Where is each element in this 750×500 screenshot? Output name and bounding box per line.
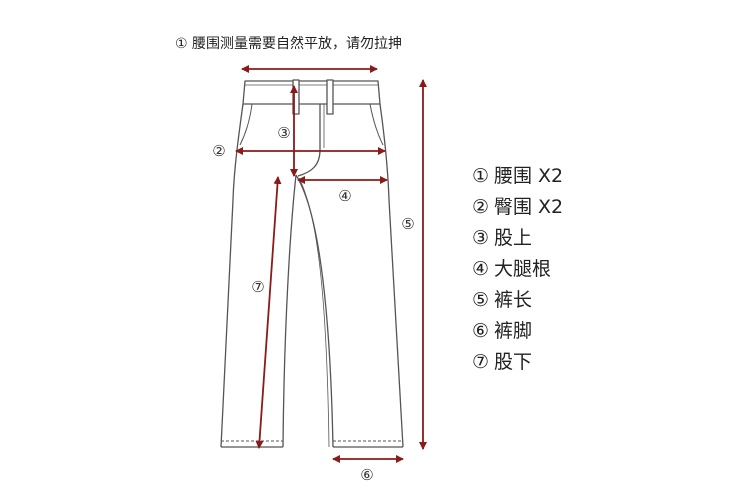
waistband [242, 80, 381, 105]
waist-measure-note: ① 腰围测量需要自然平放，请勿拉抻 [175, 36, 403, 52]
legend-text: 裤长 [494, 289, 533, 311]
legend-text: 大腿根 [494, 258, 552, 280]
right-leg-inner [295, 174, 334, 448]
marker-3: ③ [277, 124, 290, 142]
legend-text: 裤脚 [494, 320, 533, 342]
legend-num: ⑦ [472, 351, 490, 373]
measure-inseam [255, 176, 282, 449]
legend-num: ⑤ [472, 289, 490, 311]
right-leg-outer [379, 103, 404, 448]
belt-loop-right [326, 79, 334, 115]
legend-num: ⑥ [472, 320, 490, 342]
measurement-markers: ② ③ ④ ⑤ ⑦ ⑥ [210, 123, 417, 484]
fly [297, 104, 321, 177]
legend-num: ③ [472, 227, 490, 249]
legend-text: 臀围 X2 [494, 196, 564, 218]
marker-4: ④ [338, 187, 351, 205]
pocket-right [369, 103, 384, 146]
legend-text: 股上 [494, 227, 533, 249]
legend-num: ④ [472, 258, 490, 280]
legend-num: ① [472, 165, 490, 187]
marker-2: ② [212, 142, 225, 160]
marker-7: ⑦ [251, 278, 264, 296]
legend-text: 股下 [494, 351, 533, 373]
left-leg-inner [282, 174, 297, 448]
legend-num: ② [472, 196, 490, 218]
left-leg-outer [220, 103, 244, 448]
legend-text: 腰围 X2 [494, 165, 564, 187]
pants-outline [220, 79, 404, 448]
pocket-left [239, 103, 253, 146]
marker-5: ⑤ [401, 215, 414, 233]
measurement-lines [235, 65, 427, 463]
marker-6: ⑥ [360, 466, 373, 484]
